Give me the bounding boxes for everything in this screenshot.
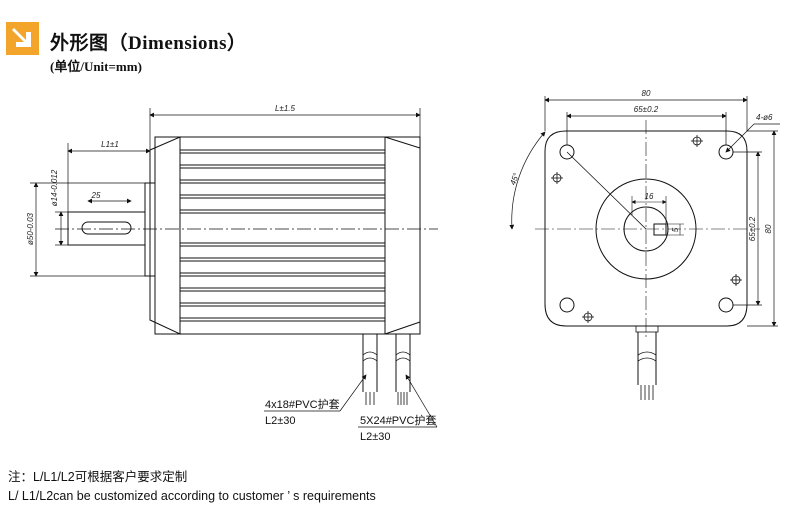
note-chinese: 注：L/L1/L2可根据客户要求定制 <box>8 470 188 484</box>
v-bolt-spacing-label: 65±0.2 <box>748 216 757 241</box>
height-label: 80 <box>764 224 773 233</box>
side-view <box>30 108 438 428</box>
motor-body <box>154 136 421 335</box>
cable-2 <box>395 334 411 405</box>
cable1-label: 4x18#PVC护套 <box>265 397 340 411</box>
cable-1 <box>362 334 378 405</box>
shaft <box>67 211 146 246</box>
key-slot <box>81 221 132 235</box>
key-depth-label: 5 <box>671 227 680 232</box>
key <box>653 223 667 236</box>
bolt-spacing-label: 65±0.2 <box>634 105 659 114</box>
screw-marks <box>551 135 742 323</box>
side-view-labels: L±1.5 L1±1 25 ø50-0.03 ø14-0.012 4x18#PV… <box>26 104 436 443</box>
shaft-diameter-label: ø14-0.012 <box>50 169 59 206</box>
front-view-labels: 80 65±0.2 4-ø6 45° 16 5 65±0.2 80 <box>508 89 773 241</box>
pilot-diameter-label: ø50-0.03 <box>26 212 35 245</box>
width-label: 80 <box>642 89 651 98</box>
page-title: 外形图（Dimensions） <box>50 33 247 54</box>
angle-label: 45° <box>508 171 521 186</box>
shaft-length-label: L1±1 <box>101 140 119 149</box>
square-flange <box>544 130 748 327</box>
overall-length-label: L±1.5 <box>275 104 296 113</box>
arrow-down-right-icon <box>6 22 39 55</box>
cable1-length: L2±30 <box>265 415 296 427</box>
cable2-length: L2±30 <box>360 431 391 443</box>
front-flange <box>149 136 181 335</box>
key-length-label: 25 <box>91 191 101 200</box>
cooling-fins <box>180 149 385 322</box>
cable2-label: 5X24#PVC护套 <box>360 413 436 427</box>
front-view <box>509 96 780 400</box>
key-width-label: 16 <box>645 192 654 201</box>
note-english: L/ L1/L2can be customized according to c… <box>8 489 376 503</box>
unit-subtitle: (单位/Unit=mm) <box>50 59 142 74</box>
holes-label: 4-ø6 <box>756 113 773 122</box>
